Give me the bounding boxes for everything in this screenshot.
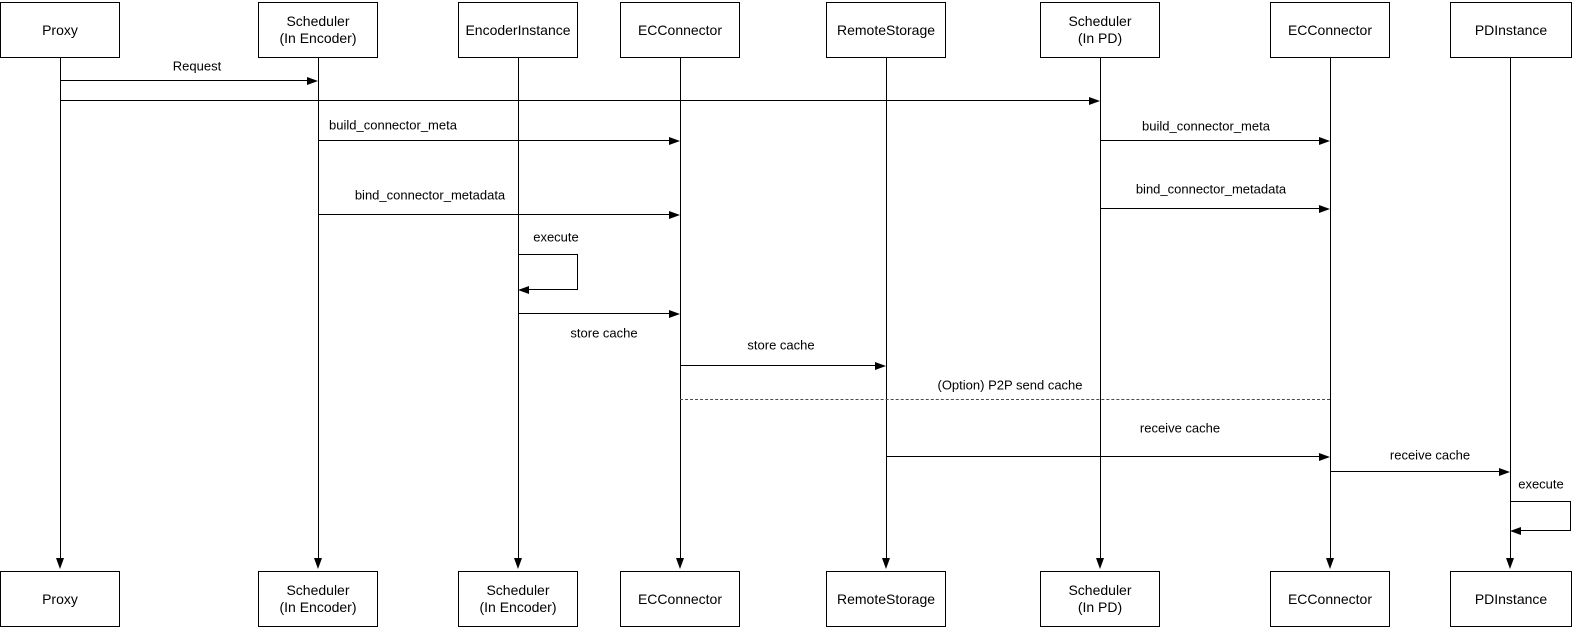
participant-sublabel: (In PD) — [1077, 599, 1123, 615]
message-label: receive cache — [1387, 447, 1473, 463]
participant-bottom-scheduler-encoder: Scheduler (In Encoder) — [258, 571, 378, 627]
lifeline-remote-storage — [886, 58, 887, 560]
self-loop-top-line — [518, 254, 578, 255]
participant-bottom-remote-storage: RemoteStorage — [826, 571, 946, 627]
lifeline-ec-connector-2 — [1330, 58, 1331, 560]
message-line — [1100, 140, 1321, 141]
message-arrowhead — [875, 361, 886, 370]
participant-top-remote-storage: RemoteStorage — [826, 2, 946, 58]
participant-label: ECConnector — [637, 21, 723, 38]
participant-bottom-ec-connector-1: ECConnector — [620, 571, 740, 627]
lifeline-arrowhead — [882, 558, 890, 569]
participant-label: Scheduler — [286, 13, 350, 29]
lifeline-pd-instance — [1510, 58, 1511, 560]
message-line — [318, 140, 671, 141]
message-label: build_connector_meta — [327, 117, 459, 133]
message-arrowhead — [1319, 136, 1330, 145]
participant-top-ec-connector-2: ECConnector — [1270, 2, 1390, 58]
lifeline-arrowhead — [676, 558, 684, 569]
participant-label: ECConnector — [1287, 21, 1373, 38]
message-line-dashed — [680, 399, 1330, 400]
participant-bottom-ec-connector-2: ECConnector — [1270, 571, 1390, 627]
message-label: bind_connector_metadata — [1133, 181, 1289, 197]
lifeline-arrowhead — [1506, 558, 1514, 569]
participant-top-scheduler-pd: Scheduler (In PD) — [1040, 2, 1160, 58]
lifeline-arrowhead — [314, 558, 322, 569]
message-label: store cache — [745, 337, 817, 353]
lifeline-scheduler-encoder — [318, 58, 319, 560]
participant-bottom-proxy: Proxy — [0, 571, 120, 627]
self-loop-right-line — [577, 254, 578, 289]
message-line — [886, 456, 1321, 457]
participant-sublabel: (In Encoder) — [279, 30, 357, 46]
participant-bottom-pd-instance: PDInstance — [1450, 571, 1572, 627]
lifeline-ec-connector-1 — [680, 58, 681, 560]
participant-sublabel: (In PD) — [1077, 30, 1123, 46]
participant-label: Scheduler — [286, 582, 350, 598]
message-arrowhead — [1089, 96, 1100, 105]
lifeline-encoder-instance — [518, 58, 519, 560]
self-loop-bottom-line — [529, 289, 578, 290]
message-label: execute — [1516, 476, 1566, 492]
message-line — [318, 214, 671, 215]
participant-label: ECConnector — [1287, 590, 1373, 607]
message-arrowhead — [669, 309, 680, 318]
message-line — [60, 100, 1091, 101]
participant-top-scheduler-encoder: Scheduler (In Encoder) — [258, 2, 378, 58]
lifeline-proxy — [60, 58, 61, 560]
lifeline-arrowhead — [1326, 558, 1334, 569]
message-line — [1330, 471, 1501, 472]
message-arrowhead — [1499, 467, 1510, 476]
message-arrowhead — [1319, 204, 1330, 213]
self-loop-bottom-line — [1521, 530, 1571, 531]
participant-bottom-encoder-instance: Scheduler (In Encoder) — [458, 571, 578, 627]
message-label: execute — [531, 229, 581, 245]
message-label: bind_connector_metadata — [352, 187, 508, 203]
message-label: Request — [170, 58, 224, 74]
message-line — [1100, 208, 1321, 209]
self-loop-top-line — [1510, 501, 1571, 502]
message-arrowhead — [1319, 452, 1330, 461]
participant-top-ec-connector-1: ECConnector — [620, 2, 740, 58]
lifeline-arrowhead — [514, 558, 522, 569]
message-label: receive cache — [1137, 420, 1223, 436]
participant-label: RemoteStorage — [836, 590, 936, 607]
participant-label: Scheduler — [1068, 13, 1132, 29]
participant-top-encoder-instance: EncoderInstance — [458, 2, 578, 58]
participant-label: Scheduler — [486, 582, 550, 598]
participant-top-pd-instance: PDInstance — [1450, 2, 1572, 58]
participant-sublabel: (In Encoder) — [279, 599, 357, 615]
message-arrowhead — [669, 210, 680, 219]
message-label: store cache — [568, 325, 640, 341]
self-loop-right-line — [1570, 501, 1571, 530]
participant-sublabel: (In Encoder) — [479, 599, 557, 615]
participant-label: RemoteStorage — [836, 21, 936, 38]
participant-top-proxy: Proxy — [0, 2, 120, 58]
participant-label: Scheduler — [1068, 582, 1132, 598]
message-line — [60, 80, 309, 81]
participant-label: PDInstance — [1474, 21, 1548, 38]
message-arrowhead — [669, 136, 680, 145]
participant-label: EncoderInstance — [465, 21, 571, 38]
participant-label: ECConnector — [637, 590, 723, 607]
message-label: (Option) P2P send cache — [935, 377, 1085, 393]
message-label: build_connector_meta — [1140, 118, 1272, 134]
lifeline-scheduler-pd — [1100, 58, 1101, 560]
lifeline-arrowhead — [56, 558, 64, 569]
message-arrowhead — [518, 285, 529, 294]
lifeline-arrowhead — [1096, 558, 1104, 569]
message-line — [680, 365, 877, 366]
participant-label: Proxy — [42, 21, 78, 38]
participant-label: Proxy — [42, 590, 78, 607]
participant-bottom-scheduler-pd: Scheduler (In PD) — [1040, 571, 1160, 627]
participant-label: PDInstance — [1474, 590, 1548, 607]
message-arrowhead — [307, 76, 318, 85]
message-line — [518, 313, 671, 314]
message-arrowhead — [1510, 526, 1521, 535]
